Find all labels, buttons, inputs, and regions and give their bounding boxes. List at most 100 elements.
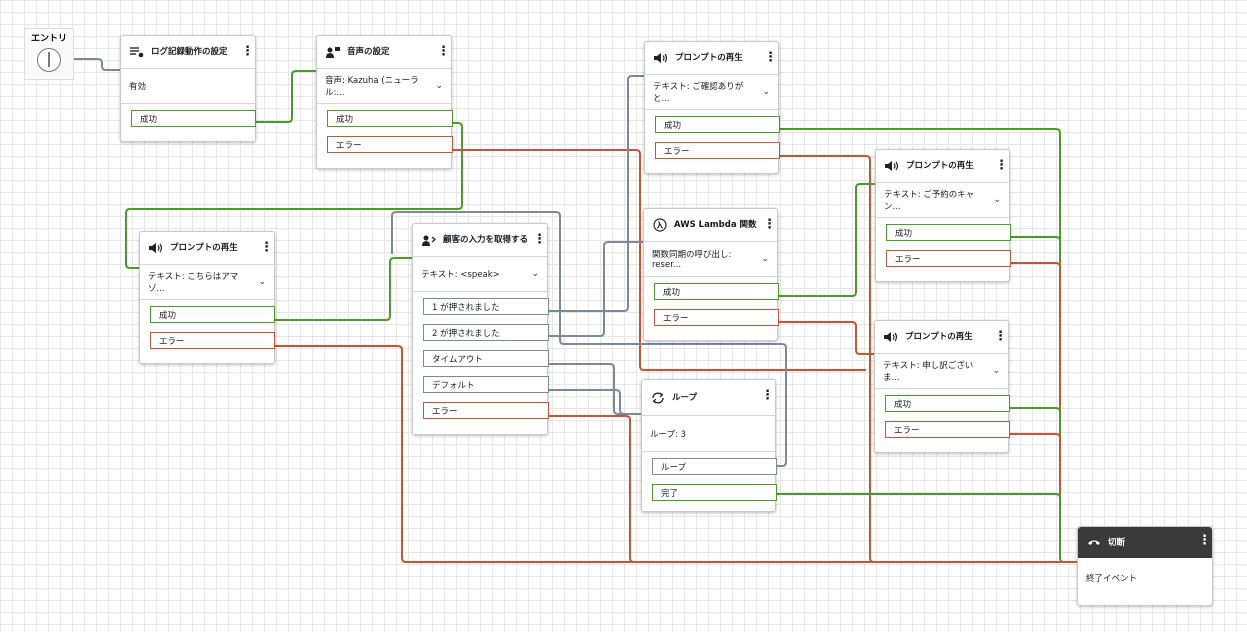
connector-cancel-success: [1010, 236, 1061, 558]
block-title: 音声の設定: [347, 47, 390, 57]
block-value: テキスト: 申し訳ございま...: [883, 361, 974, 383]
entry-point[interactable]: エントリ: [24, 28, 74, 80]
prompt-text-select[interactable]: テキスト: ご予約のキャン... ⌄: [876, 183, 1009, 218]
port-complete[interactable]: 完了: [652, 484, 777, 501]
port-error[interactable]: エラー: [654, 309, 779, 326]
block-disconnect[interactable]: 切断 ⋮ 終了イベント: [1077, 526, 1213, 606]
block-title: プロンプトの再生: [906, 161, 974, 171]
more-options-icon[interactable]: ⋮: [533, 232, 546, 247]
hangup-icon: [1086, 536, 1102, 550]
block-lambda[interactable]: AWS Lambda 関数 ⋮ 関数同期の呼び出し: reser...⌄ 成功 …: [643, 208, 779, 341]
connector-logging-voice: [256, 70, 324, 123]
port-loop[interactable]: ループ: [652, 458, 777, 475]
block-value: 終了イベント: [1086, 574, 1138, 584]
connector-timeout-loop: [548, 363, 648, 415]
speaker-icon: [884, 159, 900, 173]
port-success[interactable]: 成功: [654, 283, 779, 300]
block-value: ループ: 3: [642, 416, 775, 452]
block-title: 切断: [1108, 537, 1126, 548]
block-voice[interactable]: 音声の設定 ⋮ 音声: Kazuha (ニューラル:... ⌄ 成功 エラー: [316, 35, 453, 169]
port-success[interactable]: 成功: [150, 306, 275, 323]
connector-default-loop: [548, 389, 648, 415]
block-prompt-sorry[interactable]: プロンプトの再生 ⋮ テキスト: 申し訳ございま... ⌄ 成功 エラー: [874, 320, 1010, 453]
entry-label: エントリ: [30, 34, 67, 44]
chevron-down-icon: ⌄: [531, 269, 539, 279]
more-options-icon[interactable]: ⋮: [260, 240, 273, 255]
port-success[interactable]: 成功: [885, 395, 1010, 412]
connector-press2-lambda: [548, 241, 650, 337]
block-title: プロンプトの再生: [170, 243, 238, 253]
port-error[interactable]: エラー: [327, 136, 453, 153]
connector-loop-complete: [775, 493, 1061, 558]
port-error[interactable]: エラー: [423, 402, 549, 419]
connector-cancel-error: [1010, 262, 1061, 558]
block-value: テキスト: <speak>: [421, 270, 500, 280]
port-press-1[interactable]: 1 が押されました: [423, 298, 549, 315]
block-prompt-confirm[interactable]: プロンプトの再生 ⋮ テキスト: ご確認ありがと... ⌄ 成功 エラー: [644, 41, 780, 174]
port-error[interactable]: エラー: [150, 332, 275, 349]
speaker-icon: [148, 241, 164, 255]
connector-sorry-error: [1009, 433, 1061, 558]
more-options-icon[interactable]: ⋮: [1198, 533, 1211, 548]
loop-icon: [650, 391, 666, 405]
block-prompt-cancel[interactable]: プロンプトの再生 ⋮ テキスト: ご予約のキャン... ⌄ 成功 エラー: [875, 149, 1011, 282]
speaker-icon: [883, 330, 899, 344]
block-value: 音声: Kazuha (ニューラル:...: [325, 76, 419, 98]
port-success[interactable]: 成功: [655, 116, 780, 133]
block-value: 有効: [121, 69, 255, 104]
block-value: テキスト: ご確認ありがと...: [653, 82, 744, 104]
connector-lambda-sorry: [778, 321, 882, 355]
connector-lambda-cancel: [778, 183, 882, 297]
entry-circle-icon: [37, 48, 61, 72]
prompt-text-select[interactable]: テキスト: 申し訳ございま... ⌄: [875, 354, 1008, 389]
chevron-down-icon: ⌄: [258, 277, 266, 287]
prompt-text-select[interactable]: テキスト: ご確認ありがと... ⌄: [645, 75, 778, 110]
port-success[interactable]: 成功: [131, 110, 256, 127]
input-text-select[interactable]: テキスト: <speak> ⌄: [413, 257, 547, 292]
port-success[interactable]: 成功: [886, 224, 1011, 241]
more-options-icon[interactable]: ⋮: [761, 388, 774, 403]
more-options-icon[interactable]: ⋮: [764, 50, 777, 65]
chevron-down-icon: ⌄: [761, 254, 769, 264]
connector-prompt-input: [275, 257, 420, 321]
more-options-icon[interactable]: ⋮: [437, 44, 450, 59]
block-value: 関数同期の呼び出し: reser...: [652, 250, 732, 270]
connector-press1-confirm: [548, 75, 650, 312]
block-value: テキスト: ご予約のキャン...: [884, 190, 975, 212]
port-error[interactable]: エラー: [885, 421, 1010, 438]
voice-icon: [325, 45, 341, 59]
lambda-icon: [652, 218, 668, 232]
block-logging[interactable]: ログ記録動作の設定 ⋮ 有効 成功: [120, 35, 256, 142]
port-default[interactable]: デフォルト: [423, 376, 549, 393]
block-value: テキスト: こちらはアマゾ...: [148, 272, 239, 294]
block-title: ログ記録動作の設定: [151, 47, 228, 57]
chevron-down-icon: ⌄: [992, 366, 1000, 376]
chevron-down-icon: ⌄: [993, 195, 1001, 205]
block-title: ループ: [672, 392, 697, 403]
port-error[interactable]: エラー: [655, 142, 780, 159]
more-options-icon[interactable]: ⋮: [994, 329, 1007, 344]
port-timeout[interactable]: タイムアウト: [423, 350, 549, 367]
port-error[interactable]: エラー: [886, 250, 1011, 267]
list-gear-icon: [129, 45, 145, 59]
chevron-down-icon: ⌄: [435, 81, 443, 91]
more-options-icon[interactable]: ⋮: [995, 158, 1008, 173]
block-loop[interactable]: ループ ⋮ ループ: 3 ループ 完了: [641, 379, 777, 512]
block-title: プロンプトの再生: [905, 332, 973, 342]
speaker-icon: [653, 51, 669, 65]
connector-sorry-success: [1009, 407, 1061, 558]
block-prompt-intro[interactable]: プロンプトの再生 ⋮ テキスト: こちらはアマゾ... ⌄ 成功 エラー: [139, 231, 275, 364]
more-options-icon[interactable]: ⋮: [763, 217, 776, 232]
more-options-icon[interactable]: ⋮: [241, 44, 254, 59]
block-title: 顧客の入力を取得する: [443, 235, 529, 245]
prompt-text-select[interactable]: テキスト: こちらはアマゾ... ⌄: [140, 265, 274, 300]
port-success[interactable]: 成功: [327, 110, 453, 127]
chevron-down-icon: ⌄: [762, 87, 770, 97]
block-title: プロンプトの再生: [675, 53, 743, 63]
block-title: AWS Lambda 関数: [674, 220, 757, 230]
customer-input-icon: [421, 233, 437, 247]
lambda-function-select[interactable]: 関数同期の呼び出し: reser... ⌄: [644, 242, 777, 277]
voice-select[interactable]: 音声: Kazuha (ニューラル:... ⌄: [317, 69, 451, 104]
port-press-2[interactable]: 2 が押されました: [423, 324, 549, 341]
block-get-input[interactable]: 顧客の入力を取得する ⋮ テキスト: <speak> ⌄ 1 が押されました 2 …: [412, 223, 549, 435]
